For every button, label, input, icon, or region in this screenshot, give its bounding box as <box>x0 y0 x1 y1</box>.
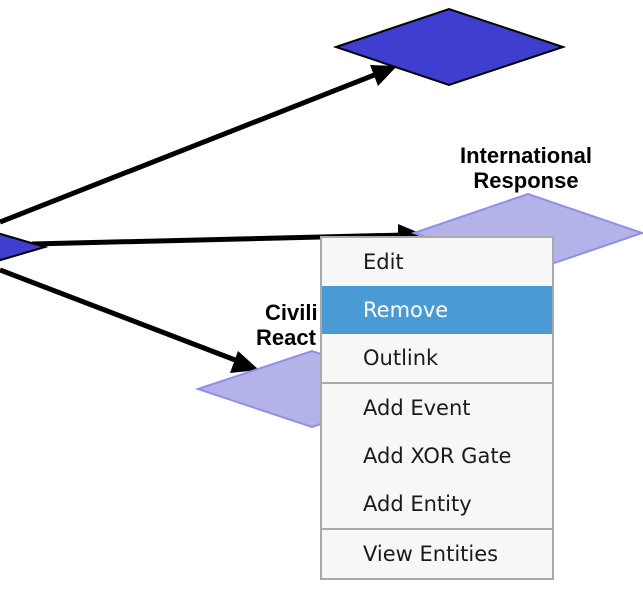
context-menu-group-node-actions: Edit Remove Outlink <box>322 238 552 384</box>
left-event-node[interactable] <box>0 228 49 266</box>
context-menu-group-view-actions: View Entities <box>322 530 552 578</box>
edge-to-top-node-arrowhead <box>370 65 397 86</box>
menu-item-remove[interactable]: Remove <box>322 286 552 334</box>
international-response-label-line1: International <box>460 143 592 168</box>
menu-item-outlink[interactable]: Outlink <box>363 346 439 370</box>
edge-to-civilian-reaction[interactable] <box>0 267 244 366</box>
civilian-reaction-label-line1: Civili <box>265 300 318 325</box>
menu-item-add-xor-gate[interactable]: Add XOR Gate <box>363 444 512 468</box>
menu-item-add-event[interactable]: Add Event <box>363 396 471 420</box>
edge-to-top-node[interactable] <box>0 69 383 225</box>
menu-item-edit[interactable]: Edit <box>363 250 404 274</box>
civilian-reaction-label-line2: React <box>256 325 317 350</box>
menu-item-add-entity[interactable]: Add Entity <box>363 492 472 516</box>
menu-item-view-entities[interactable]: View Entities <box>363 542 499 566</box>
context-menu-group-add-actions: Add Event Add XOR Gate Add Entity <box>322 384 552 530</box>
top-event-node[interactable] <box>332 7 567 87</box>
international-response-label-line2: Response <box>473 168 578 193</box>
edge-to-civilian-reaction-arrowhead <box>230 351 259 373</box>
context-menu: Edit Remove Outlink Add Event Add XOR Ga… <box>320 236 554 580</box>
